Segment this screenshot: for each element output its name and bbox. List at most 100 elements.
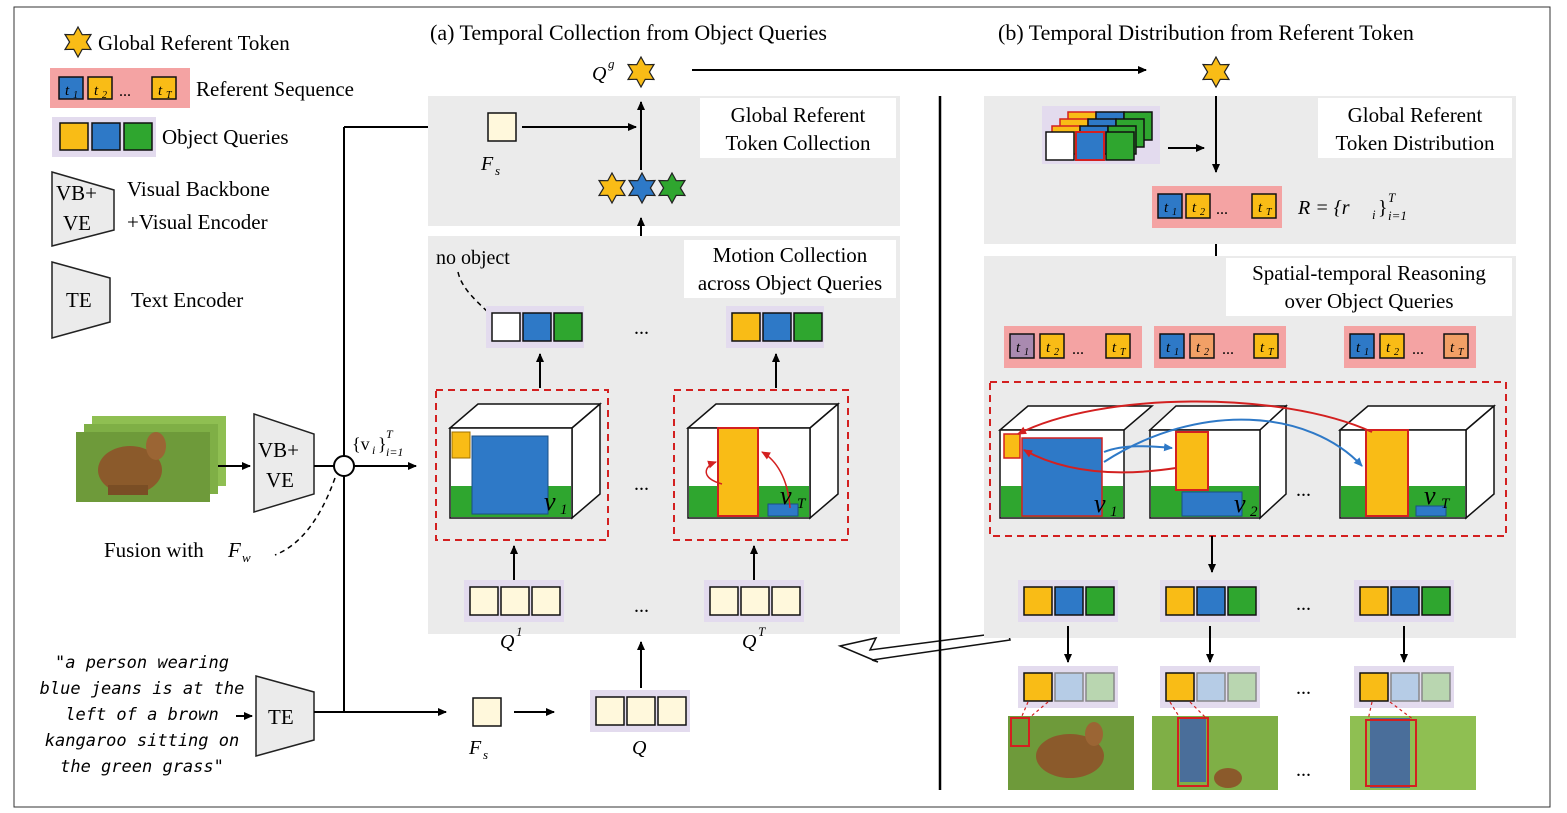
svg-text:...: ... <box>1296 677 1311 699</box>
stacked-object-queries <box>1042 106 1160 164</box>
token-sequence-1: t 1 t 2 ... t T <box>1004 326 1142 368</box>
vi-label: {v i } T i=1 <box>352 427 403 459</box>
svg-text:T: T <box>1441 496 1451 512</box>
svg-text:Q: Q <box>742 631 757 653</box>
svg-text:t: t <box>1450 340 1455 356</box>
svg-text:Fusion with: Fusion with <box>104 538 204 562</box>
svg-text:T: T <box>1388 190 1396 205</box>
frame-b-vt: v T <box>1337 404 1497 520</box>
collected-stars <box>598 172 686 204</box>
svg-text:kangaroo sitting on: kangaroo sitting on <box>45 731 239 751</box>
svg-text:}: } <box>378 434 387 454</box>
legend-referent-sequence-tokens: t 1 t 2 ... t T <box>58 76 177 101</box>
svg-text:v: v <box>1234 489 1246 518</box>
svg-text:blue jeans is at the: blue jeans is at the <box>40 679 245 699</box>
svg-text:s: s <box>483 747 488 762</box>
svg-text:R = {r: R = {r <box>1297 197 1350 219</box>
fs-label-bottom: F s <box>468 737 488 762</box>
frame-vt-dashed-box <box>673 389 849 541</box>
svg-text:t: t <box>1386 340 1391 356</box>
svg-text:Q: Q <box>500 631 515 653</box>
legend-backbone-2: +Visual Encoder <box>127 210 268 234</box>
fusion-label: Fusion with F w <box>104 538 251 565</box>
svg-text:t: t <box>94 83 99 99</box>
frame-v1-dashed-box <box>435 389 609 541</box>
output-queries-b: ... <box>1018 580 1454 622</box>
global-token-star-icon <box>1202 56 1230 88</box>
result-frame-3 <box>1350 701 1476 790</box>
svg-text:...: ... <box>119 83 131 100</box>
svg-text:T: T <box>797 496 807 512</box>
svg-text:...: ... <box>1412 341 1424 358</box>
svg-text:2: 2 <box>1204 347 1209 358</box>
svg-text:F: F <box>480 153 494 175</box>
fusion-node <box>333 455 355 477</box>
svg-text:Q: Q <box>592 63 607 85</box>
svg-text:T: T <box>386 427 394 441</box>
motion-collection-label-2: across Object Queries <box>698 271 882 295</box>
legend-text-encoder: Text Encoder <box>131 288 243 312</box>
svg-text:2: 2 <box>1394 347 1399 358</box>
svg-text:2: 2 <box>1250 504 1258 520</box>
query-sentence: "a person wearing blue jeans is at the l… <box>40 653 245 777</box>
svg-text:v: v <box>1094 489 1106 518</box>
svg-text:t: t <box>1196 340 1201 356</box>
svg-text:}: } <box>1378 197 1388 219</box>
svg-text:F: F <box>227 538 241 562</box>
svg-text:...: ... <box>1296 759 1311 781</box>
svg-text:T: T <box>1266 207 1273 218</box>
vb-ve-label-1: VB+ <box>258 438 299 462</box>
grt-distribution-label-2: Token Distribution <box>1336 131 1495 155</box>
result-frame-2 <box>1152 701 1278 790</box>
qg-label: Q g <box>592 56 615 85</box>
spatial-reasoning-label-2: over Object Queries <box>1284 289 1453 313</box>
svg-text:t: t <box>1112 340 1117 356</box>
svg-text:v: v <box>780 481 792 510</box>
svg-text:2: 2 <box>1054 347 1059 358</box>
svg-text:i=1: i=1 <box>386 445 403 459</box>
svg-text:t: t <box>1260 340 1265 356</box>
svg-text:t: t <box>1356 340 1361 356</box>
panel-b-title: (b) Temporal Distribution from Referent … <box>998 20 1414 45</box>
svg-text:T: T <box>1268 347 1275 358</box>
svg-text:w: w <box>242 550 251 565</box>
svg-text:...: ... <box>1216 201 1228 218</box>
svg-text:...: ... <box>1222 341 1234 358</box>
svg-text:1: 1 <box>1110 504 1118 520</box>
spatial-reasoning-label-1: Spatial-temporal Reasoning <box>1252 261 1486 285</box>
q1-label: Q 1 <box>500 624 523 653</box>
svg-text:...: ... <box>634 473 649 495</box>
svg-text:1: 1 <box>1172 207 1177 218</box>
global-token-star-icon <box>627 56 655 88</box>
feedback-hollow-arrow <box>837 631 1011 663</box>
svg-text:t: t <box>1166 340 1171 356</box>
svg-text:t: t <box>1016 340 1021 356</box>
legend-global-token: Global Referent Token <box>98 31 290 55</box>
svg-text:2: 2 <box>102 90 107 101</box>
svg-text:s: s <box>495 163 500 178</box>
svg-text:t: t <box>1192 200 1197 216</box>
svg-text:1: 1 <box>1174 347 1179 358</box>
outer-frame <box>13 6 1551 808</box>
frames-dashed-box <box>989 381 1507 537</box>
token-sequence-3: t 1 t 2 ... t T <box>1344 326 1476 368</box>
legend-backbone-box-label-1: VB+ <box>56 181 97 205</box>
r-equation: R = {r i } T i=1 <box>1297 190 1407 223</box>
svg-text:...: ... <box>1296 479 1311 501</box>
fs-box-bottom <box>472 697 502 727</box>
legend-referent-sequence: Referent Sequence <box>196 77 354 101</box>
frame-b-v1: v 1 <box>997 405 1155 520</box>
svg-text:i=1: i=1 <box>1388 208 1407 223</box>
legend-backbone-box-label-2: VE <box>63 211 91 235</box>
svg-text:...: ... <box>634 595 649 617</box>
video-frames-input <box>76 416 226 502</box>
svg-text:the green grass": the green grass" <box>60 757 224 777</box>
fs-box-top <box>487 112 517 142</box>
frame-v1: v 1 <box>447 402 603 520</box>
svg-text:t: t <box>65 83 70 99</box>
legend: Global Referent Token t 1 t 2 ... t T Re… <box>50 26 354 339</box>
svg-text:g: g <box>608 56 615 71</box>
legend-object-queries: Object Queries <box>162 125 289 149</box>
svg-text:T: T <box>1458 347 1465 358</box>
legend-text-encoder-trapezoid <box>51 261 111 339</box>
